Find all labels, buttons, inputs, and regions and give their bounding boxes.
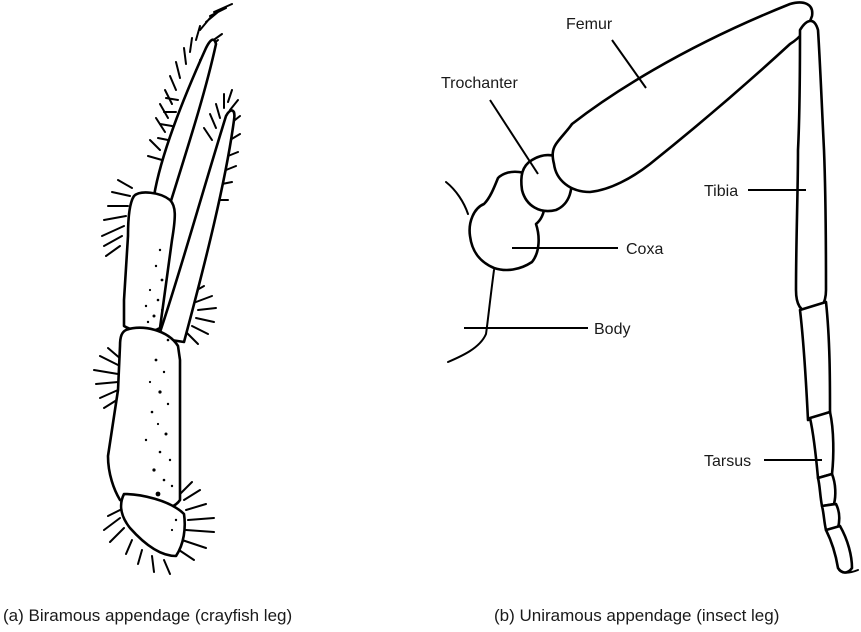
crayfish-speckles (144, 248, 178, 532)
crayfish-exopod (152, 38, 218, 206)
insect-leg (445, 1, 859, 574)
crayfish-segment-distal (119, 492, 187, 558)
label-tarsus: Tarsus (704, 453, 751, 470)
insect-femur (551, 1, 814, 194)
caption-b: (b) Uniramous appendage (insect leg) (494, 606, 780, 625)
leader-lines (464, 39, 822, 461)
insect-body-outline (445, 181, 495, 363)
label-tibia: Tibia (704, 183, 738, 200)
label-coxa: Coxa (626, 241, 663, 258)
label-body: Body (594, 321, 630, 338)
insect-tarsus-2 (808, 410, 835, 480)
insect-tarsus-3 (816, 472, 837, 508)
insect-tibia (794, 19, 828, 314)
insect-claw (837, 567, 859, 574)
caption-a: (a) Biramous appendage (crayfish leg) (3, 606, 293, 625)
crayfish-segment-upper (122, 191, 177, 333)
crayfish-endopod (156, 109, 236, 344)
crayfish-segment-middle (106, 326, 182, 511)
femur-leader (611, 39, 647, 89)
trochanter-leader (489, 99, 539, 175)
label-trochanter: Trochanter (441, 75, 518, 92)
insect-tarsus-1 (798, 300, 832, 422)
insect-tarsus-5 (824, 524, 854, 574)
label-femur: Femur (566, 16, 613, 33)
crayfish-leg (93, 3, 241, 575)
